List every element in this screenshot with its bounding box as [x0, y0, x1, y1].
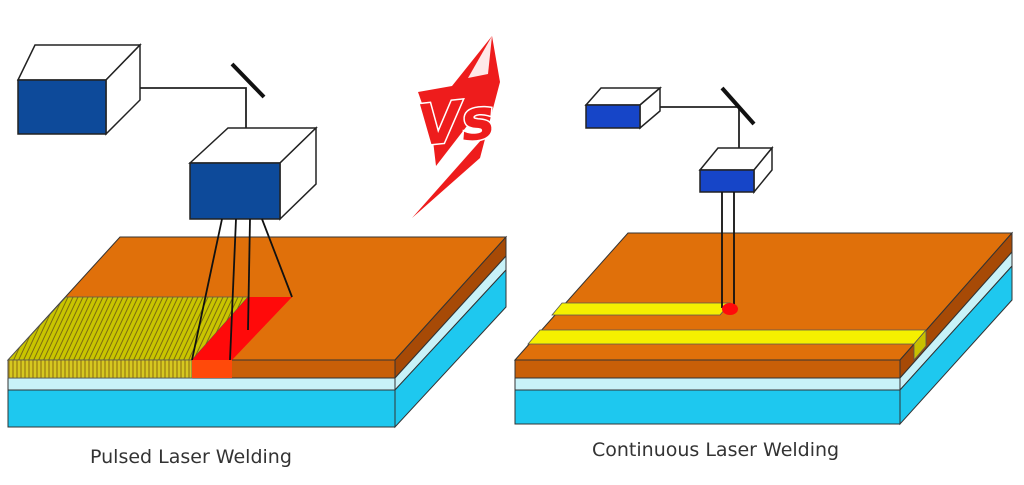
pulsed-beam-path	[140, 87, 247, 128]
continuous-mirror	[720, 86, 756, 126]
pulsed-molten-pool	[192, 297, 292, 378]
continuous-welding-head	[698, 145, 774, 195]
pulsed-welding-illustration	[6, 43, 508, 429]
pulsed-mirror	[230, 62, 266, 99]
continuous-welding-illustration	[513, 86, 1014, 426]
pulsed-laser-beams	[191, 218, 293, 361]
continuous-weld-seam-finished	[527, 328, 927, 362]
continuous-weld-seam-active	[551, 302, 731, 316]
vs-label: Vs	[415, 87, 498, 160]
pulsed-welding-caption: Pulsed Laser Welding	[90, 446, 292, 468]
pulsed-weld-seam	[7, 296, 249, 379]
continuous-workpiece	[513, 231, 1014, 426]
pulsed-welding-head	[188, 126, 318, 221]
continuous-molten-spot	[722, 303, 738, 315]
continuous-laser-beam	[721, 192, 735, 308]
versus-badge: Vs	[412, 36, 500, 218]
continuous-laser-source-box	[584, 86, 663, 130]
lightning-bolt-icon	[412, 36, 500, 218]
continuous-welding-caption: Continuous Laser Welding	[592, 439, 840, 461]
continuous-beam-path	[660, 106, 740, 148]
pulsed-laser-source-box	[16, 43, 142, 136]
